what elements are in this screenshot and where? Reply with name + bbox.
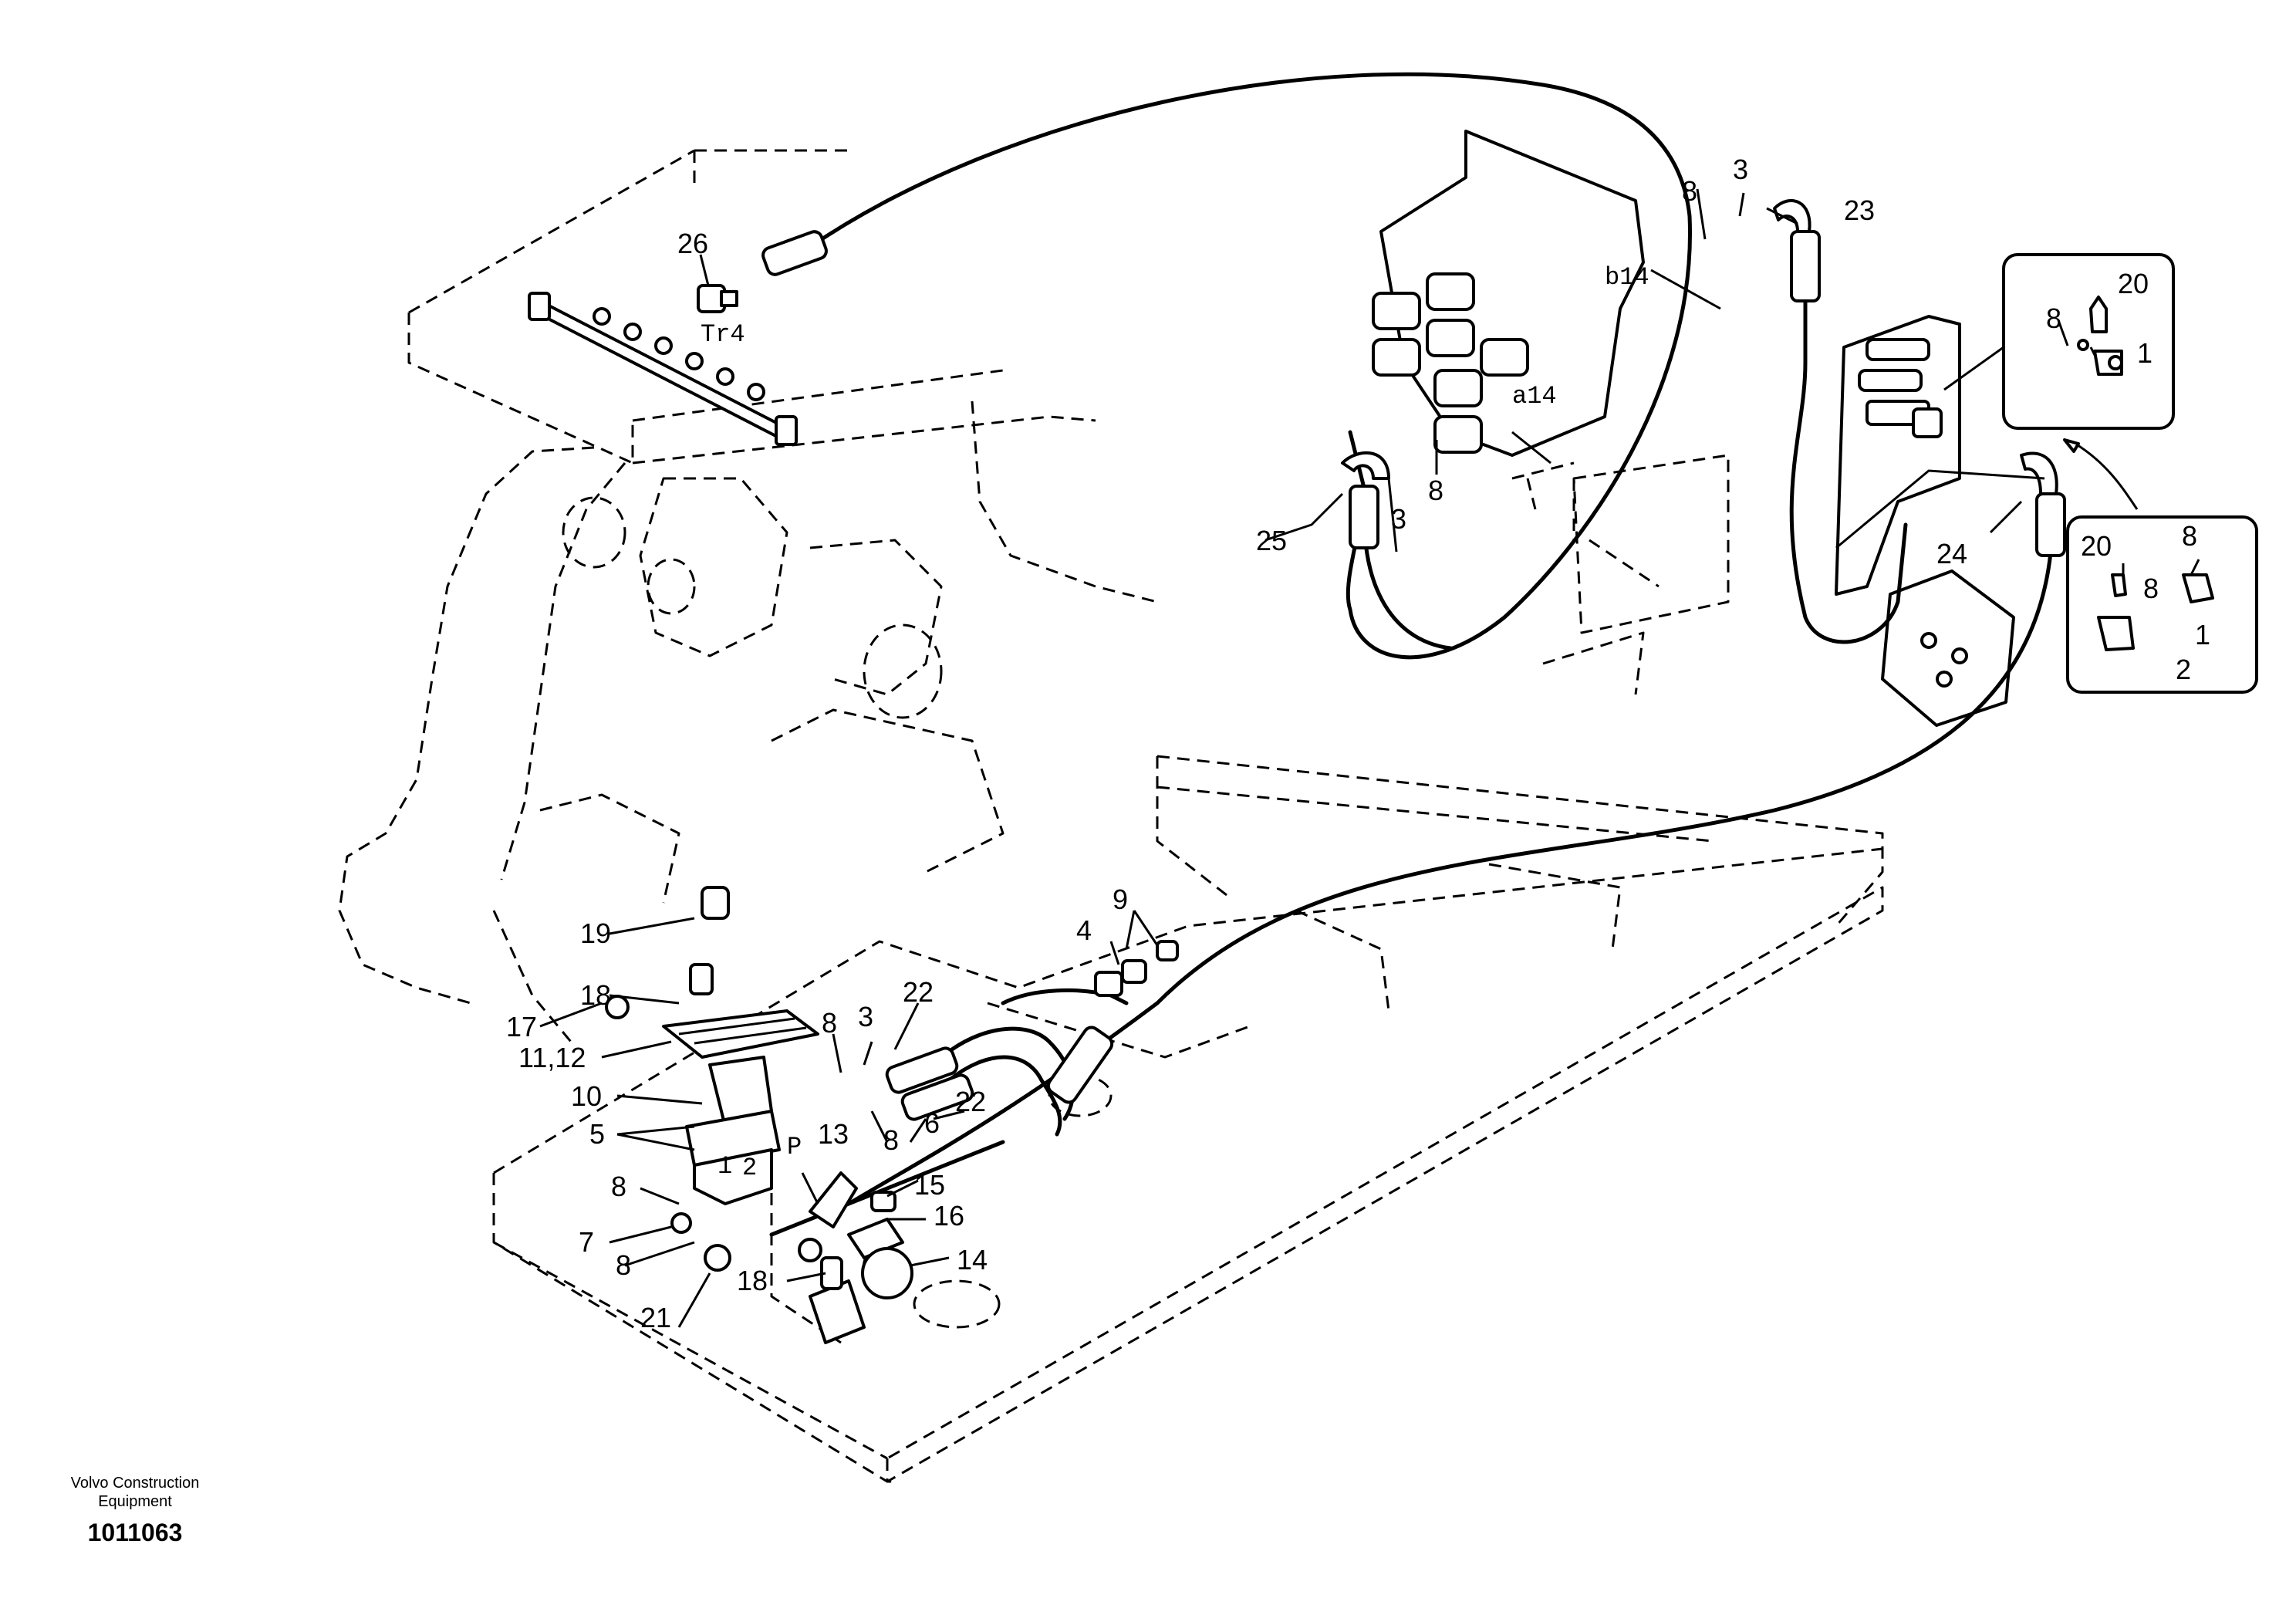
callout-8-detail2-a: 8 bbox=[2182, 520, 2197, 552]
callout-10: 10 bbox=[571, 1080, 602, 1112]
callout-8-detail1: 8 bbox=[2046, 302, 2061, 334]
block-plate bbox=[1881, 569, 2015, 727]
hose-23 bbox=[1773, 199, 1908, 644]
callout-8-d: 8 bbox=[883, 1124, 899, 1156]
hose-25 bbox=[1341, 430, 1453, 650]
callout-25: 25 bbox=[1256, 525, 1287, 556]
callout-8-valve: 8 bbox=[1428, 475, 1443, 506]
callout-11-12: 11,12 bbox=[518, 1042, 586, 1073]
fitting-26 bbox=[697, 284, 738, 313]
port-label-2: 2 bbox=[742, 1154, 757, 1182]
machine-frame-outline bbox=[338, 149, 1884, 1483]
callout-1: 1 bbox=[2195, 619, 2210, 650]
callout-8-detail2-b: 8 bbox=[2143, 573, 2159, 604]
leader-lines bbox=[539, 188, 2045, 1328]
hose-main bbox=[761, 72, 1692, 660]
company-name: Volvo Construction Equipment bbox=[31, 1474, 239, 1511]
callout-20-detail1: 20 bbox=[2118, 268, 2149, 299]
control-valve bbox=[1372, 130, 1721, 465]
port-label-p: P bbox=[787, 1133, 802, 1161]
callout-3-valve: 3 bbox=[1391, 503, 1406, 535]
callout-8-c: 8 bbox=[822, 1007, 837, 1039]
callout-8-b: 8 bbox=[616, 1249, 631, 1281]
callout-14: 14 bbox=[957, 1244, 988, 1276]
callout-21: 21 bbox=[640, 1302, 671, 1333]
callout-1-detail1: 1 bbox=[2137, 337, 2152, 369]
hose-22-pair bbox=[885, 988, 1129, 1137]
callout-7: 7 bbox=[579, 1226, 594, 1258]
hose-pedal-to-valve bbox=[769, 1140, 1005, 1237]
callout-26: 26 bbox=[677, 228, 708, 259]
callout-3: 3 bbox=[858, 1001, 873, 1032]
callout-3-top: 3 bbox=[1733, 154, 1748, 185]
callout-18-a: 18 bbox=[580, 979, 611, 1011]
manifold-rail bbox=[528, 292, 798, 446]
callout-9: 9 bbox=[1113, 884, 1128, 915]
company-name-line2: Equipment bbox=[98, 1493, 172, 1510]
callout-18-b: 18 bbox=[737, 1265, 768, 1296]
port-label-1: 1 bbox=[718, 1152, 732, 1181]
company-name-line1: Volvo Construction bbox=[70, 1475, 200, 1492]
port-label-tr4: Tr4 bbox=[701, 320, 745, 349]
detail-box-2 bbox=[2063, 438, 2258, 694]
callout-22-b: 22 bbox=[955, 1086, 986, 1117]
callout-24: 24 bbox=[1936, 538, 1967, 569]
callout-20-detail2: 20 bbox=[2081, 530, 2112, 562]
callout-17: 17 bbox=[506, 1011, 537, 1042]
valve-14 bbox=[798, 1171, 913, 1344]
callout-2: 2 bbox=[2176, 654, 2191, 685]
callout-23: 23 bbox=[1844, 194, 1875, 226]
port-label-a14: a14 bbox=[1512, 382, 1557, 411]
valve-bracket bbox=[1835, 315, 1961, 596]
callout-8-a: 8 bbox=[611, 1171, 626, 1202]
pedal-assembly bbox=[605, 886, 819, 1272]
callout-4: 4 bbox=[1076, 914, 1092, 946]
callout-13: 13 bbox=[818, 1118, 849, 1150]
callout-6: 6 bbox=[924, 1107, 940, 1139]
callout-numbers: 26 25 3 8 8 3 23 24 20 8 1 20 8 8 1 2 19… bbox=[506, 154, 2210, 1333]
drawing-number: 1011063 bbox=[87, 1519, 183, 1546]
callout-8-top: 8 bbox=[1682, 175, 1697, 207]
callout-22-a: 22 bbox=[903, 976, 934, 1008]
detail-box-1 bbox=[1943, 253, 2175, 430]
callout-5: 5 bbox=[589, 1118, 605, 1150]
callout-19: 19 bbox=[580, 917, 611, 949]
callout-15: 15 bbox=[914, 1169, 945, 1201]
hose-24 bbox=[846, 451, 2066, 1206]
callout-16: 16 bbox=[934, 1200, 964, 1232]
port-label-b14: b14 bbox=[1605, 263, 1649, 292]
fittings-4-9 bbox=[1094, 940, 1179, 997]
